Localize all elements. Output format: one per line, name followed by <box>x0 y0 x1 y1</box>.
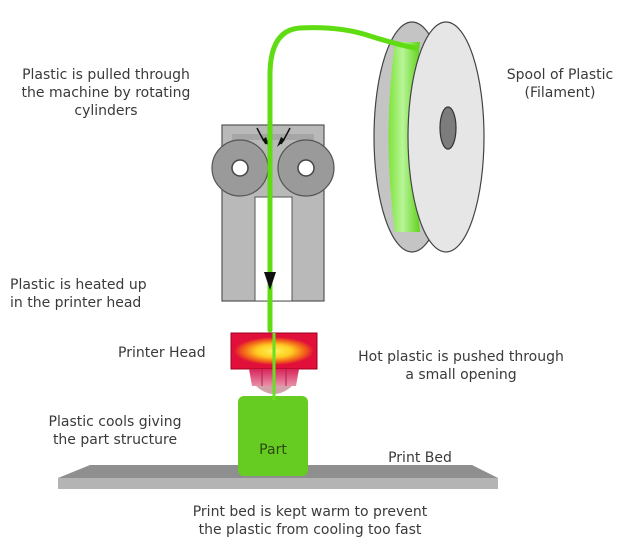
drive-roller-right <box>277 139 335 197</box>
label-heated: Plastic is heated up in the printer head <box>10 277 147 311</box>
drive-roller-left <box>211 139 269 197</box>
label-printer-head: Printer Head <box>118 345 206 361</box>
feed-direction-arrow-icon <box>264 272 276 290</box>
print-bed-front <box>58 478 498 489</box>
label-print-bed: Print Bed <box>388 450 452 466</box>
label-nozzle: Hot plastic is pushed through a small op… <box>358 349 564 383</box>
label-part: Part <box>259 442 287 458</box>
filament-strand <box>267 25 418 333</box>
label-bed-warm: Print bed is kept warm to prevent the pl… <box>192 504 428 538</box>
printed-part <box>238 396 308 476</box>
label-cools: Plastic cools giving the part structure <box>48 414 182 448</box>
label-spool: Spool of Plastic (Filament) <box>506 67 614 101</box>
label-rotating-cylinders: Plastic is pulled through the machine by… <box>21 67 191 119</box>
filament-spool <box>373 21 485 253</box>
printer-head <box>230 332 318 400</box>
spool-hub <box>439 106 457 150</box>
